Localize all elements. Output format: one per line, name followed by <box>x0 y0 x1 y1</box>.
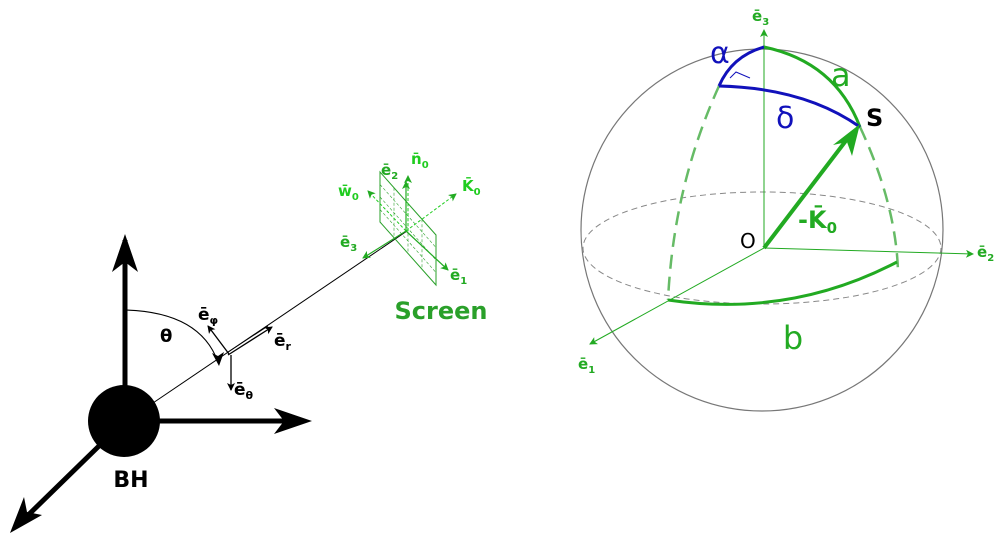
left-diagram: BH θ ēφ ēr ēθ ē2 n̄0 w̄0 K̄0 ē3 ē1 Scree… <box>10 150 488 533</box>
screen-e1-vector <box>405 230 449 271</box>
e-r-vector-parallel <box>227 325 269 353</box>
e-r-vector <box>227 326 273 356</box>
bh-axis-y <box>16 443 102 527</box>
right-diagram: ē3 ē2 ē1 b a α δ -K̄0 O S <box>578 7 994 412</box>
theta-label: θ <box>160 326 172 347</box>
bh-axis-x-head <box>274 408 312 434</box>
line-of-sight <box>149 230 408 406</box>
alpha-label: α <box>710 36 730 71</box>
delta-label: δ <box>776 101 794 136</box>
arc-b <box>667 260 898 306</box>
axis-e1 <box>589 247 765 345</box>
screen-e1-label: ē1 <box>450 266 467 287</box>
axis-e2 <box>763 247 974 258</box>
axis-e2-label: ē2 <box>977 243 994 264</box>
arc-a <box>763 45 862 128</box>
right-angle-marker <box>729 71 751 79</box>
e-r-label: ēr <box>274 331 292 353</box>
sphere-equator <box>582 191 942 305</box>
screen-e3-vector <box>362 230 407 259</box>
origin-label: O <box>740 229 756 253</box>
e-phi-vector <box>207 325 230 355</box>
theta-arc <box>124 309 219 363</box>
e-theta-label: ēθ <box>234 380 254 402</box>
arc-alpha <box>717 45 765 87</box>
vector-minus-k0 <box>762 136 850 250</box>
minus-k0-label: -K̄0 <box>798 204 837 237</box>
screen-e3-label: ē3 <box>340 233 357 254</box>
axis-e3-label: ē3 <box>752 7 769 28</box>
meridian-left-dashed <box>666 85 721 301</box>
screen-k0-vector <box>405 193 457 232</box>
theta-arc-head <box>212 352 224 366</box>
bh-label: BH <box>113 468 148 493</box>
meridian-right-dashed <box>858 126 900 273</box>
arc-b-label: b <box>783 319 803 357</box>
arc-a-label: a <box>831 56 851 94</box>
black-hole <box>88 385 160 457</box>
vector-minus-k0-head <box>833 124 860 156</box>
screen-w0-vector <box>367 190 407 232</box>
arc-delta <box>718 84 861 129</box>
e-phi-label: ēφ <box>198 305 218 327</box>
bh-axis-z-head <box>112 234 138 272</box>
screen-k0-label: K̄0 <box>462 175 481 198</box>
screen-n0-label: n̄0 <box>411 150 429 171</box>
s-label: S <box>866 104 883 132</box>
bh-axis-y-head <box>10 497 42 533</box>
celestial-sphere <box>580 48 944 412</box>
screen-label: Screen <box>395 297 488 325</box>
axis-e1-label: ē1 <box>578 355 595 376</box>
screen-w0-label: w̄0 <box>338 182 359 203</box>
screen-e2-label: ē2 <box>381 161 398 182</box>
screen-plane <box>379 170 437 287</box>
